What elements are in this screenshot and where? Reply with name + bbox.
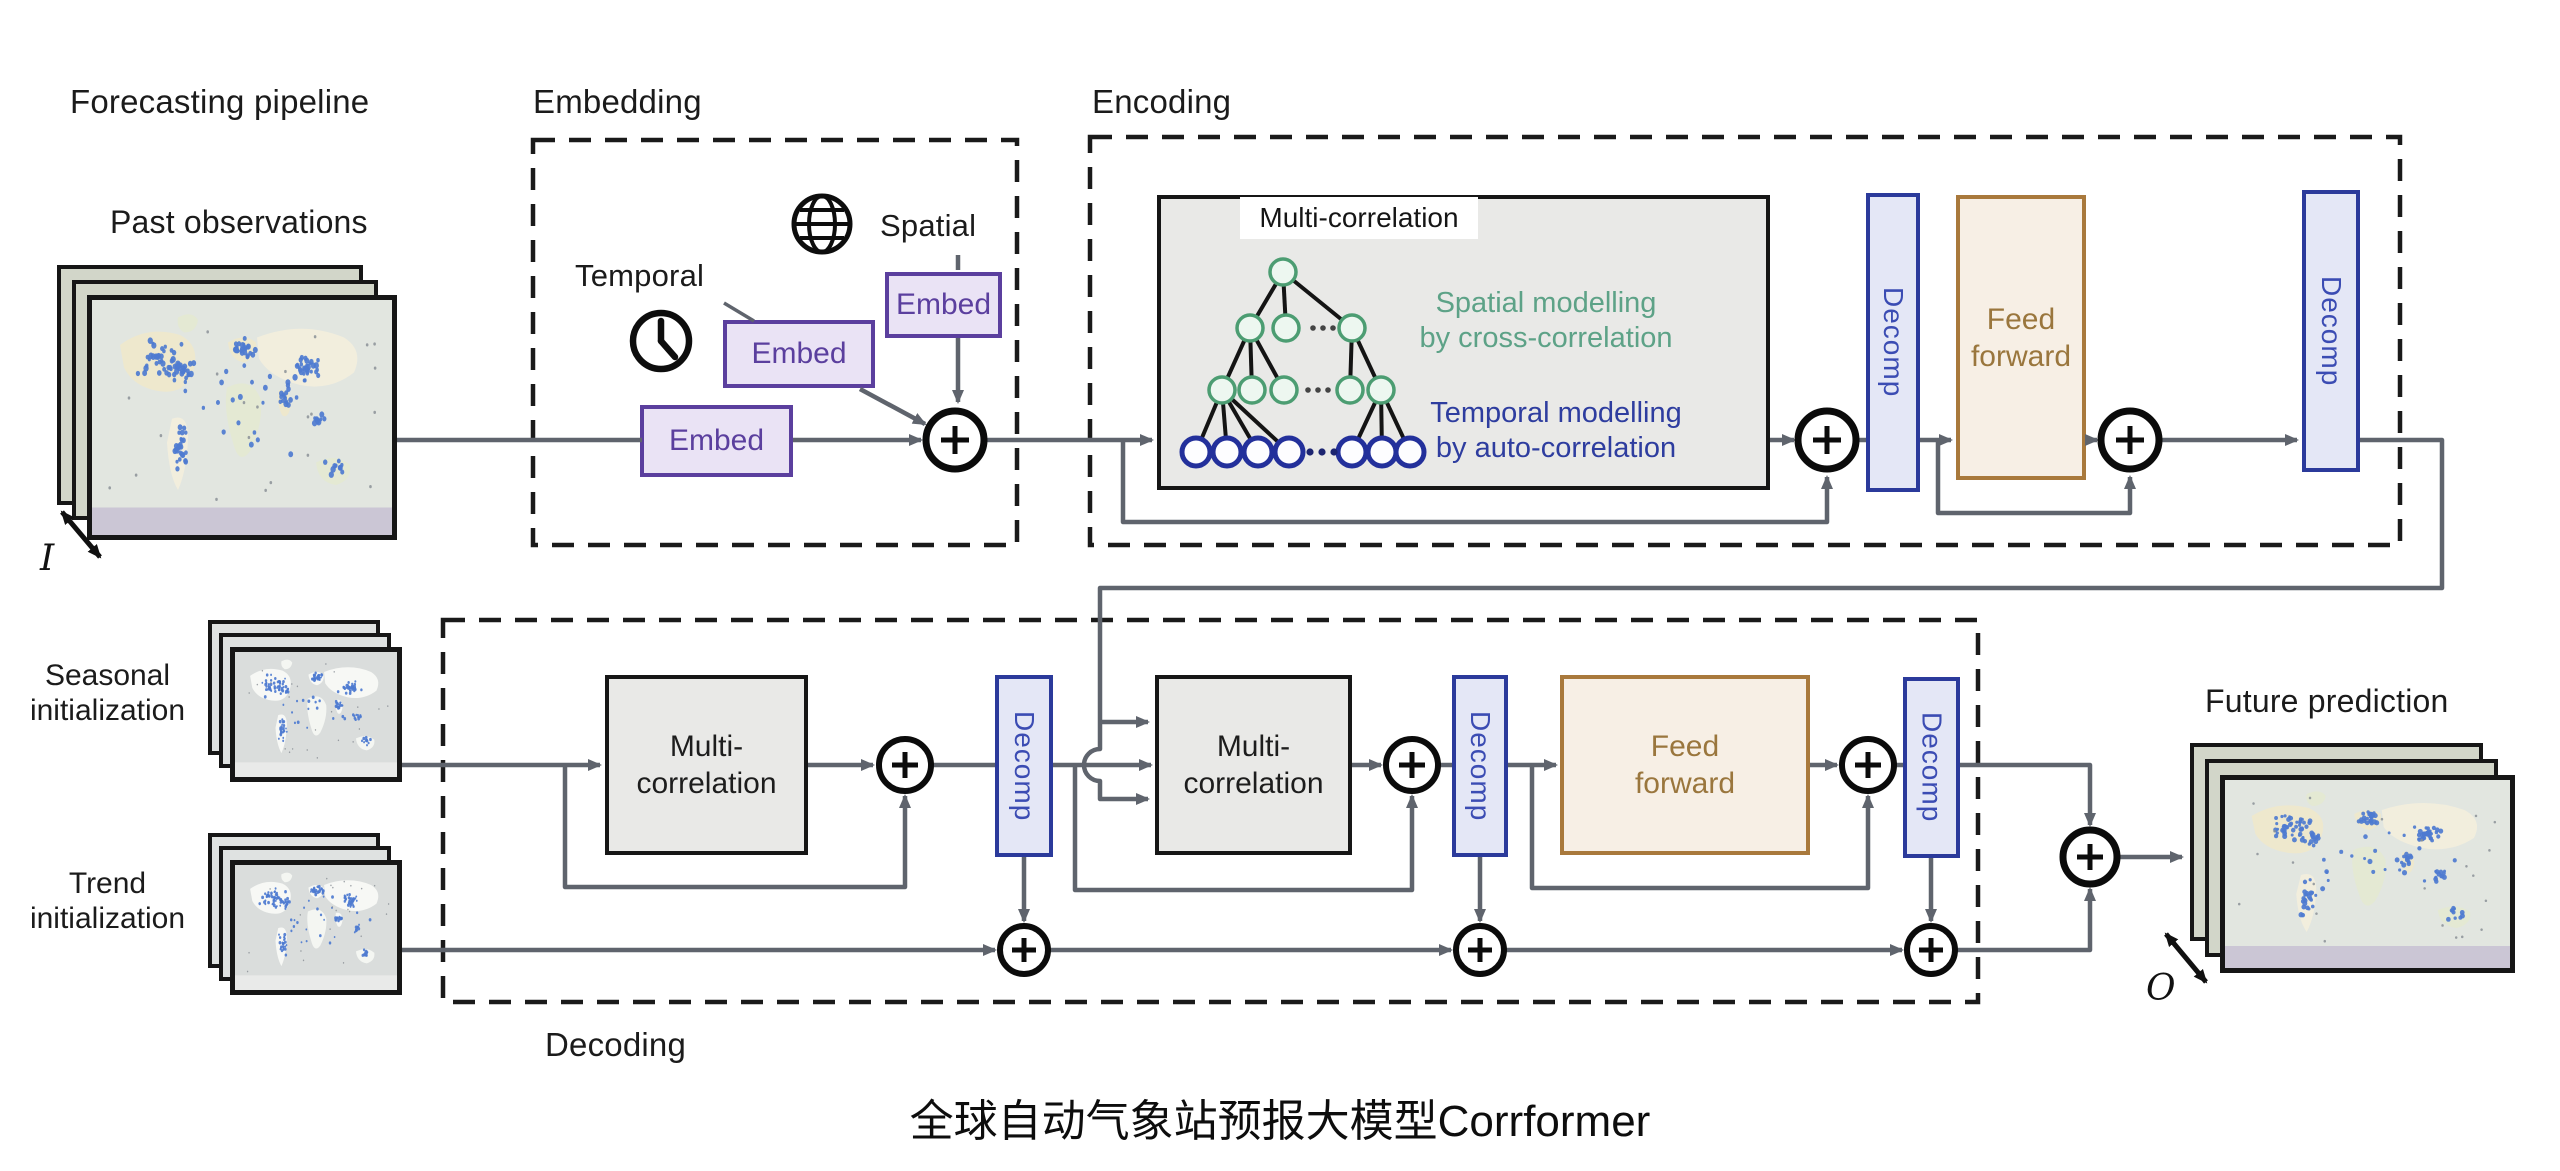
world-map-thumbnail	[230, 647, 402, 782]
plus-circle-icon	[1904, 923, 1958, 977]
data-embed-box: Embed	[640, 405, 793, 477]
multi-correlation-title: Multi-correlation	[1240, 197, 1478, 239]
plus-circle-icon	[2059, 826, 2121, 888]
encoder-decomp-1: Decomp	[1866, 193, 1920, 492]
decoding-section-title: Decoding	[545, 1026, 687, 1063]
forecasting-pipeline-label: Forecasting pipeline	[70, 83, 370, 120]
output-depth-marker: O	[2146, 932, 2208, 1009]
plus-circle-icon	[1794, 407, 1860, 473]
trend-initialization-label: Trend initialization	[29, 867, 186, 935]
plus-circle-icon	[1839, 736, 1897, 794]
plus-circle-icon	[1383, 736, 1441, 794]
clock-icon	[629, 309, 693, 373]
spatial-modelling-note: Spatial modelling by cross-correlation	[1419, 287, 1673, 354]
decoder-decomp-1: Decomp	[995, 675, 1053, 857]
temporal-embed-box: Embed	[723, 320, 875, 388]
past-observations-label: Past observations	[110, 204, 368, 240]
plus-circle-icon	[922, 407, 988, 473]
spatial-embed-box: Embed	[885, 272, 1002, 338]
temporal-connector	[723, 301, 755, 323]
plus-circle-icon	[876, 736, 934, 794]
embedding-section-title: Embedding	[533, 83, 702, 120]
plus-circle-icon	[1453, 923, 1507, 977]
plus-circle-icon	[997, 923, 1051, 977]
spatial-label: Spatial	[880, 208, 977, 243]
decoder-multi-correlation-1: Multi- correlation	[605, 675, 808, 855]
encoder-feed-forward: Feed forward	[1956, 195, 2086, 480]
temporal-label: Temporal	[575, 258, 705, 293]
world-map-thumbnail	[230, 860, 402, 995]
encoder-decomp-2: Decomp	[2302, 190, 2360, 472]
world-map-thumbnail	[87, 295, 397, 540]
figure-caption: 全球自动气象站预报大模型Corrformer	[909, 1097, 1651, 1146]
decoder-feed-forward: Feed forward	[1560, 675, 1810, 855]
decoder-decomp-2: Decomp	[1452, 675, 1508, 857]
seasonal-output-line	[1960, 762, 2096, 827]
encoding-section-title: Encoding	[1092, 83, 1232, 120]
temporal-modelling-note: Temporal modelling by auto-correlation	[1430, 397, 1682, 464]
svg-text:O: O	[2146, 968, 2176, 1009]
decoder-multi-correlation-2: Multi- correlation	[1155, 675, 1352, 855]
future-prediction-label: Future prediction	[2205, 683, 2449, 719]
world-map-thumbnail	[2220, 775, 2515, 973]
globe-icon	[791, 193, 853, 255]
plus-circle-icon	[2097, 407, 2163, 473]
trend-output-line	[1956, 887, 2096, 953]
temporal-embed-arrow	[858, 387, 927, 426]
seasonal-initialization-label: Seasonal initialization	[29, 659, 186, 727]
svg-text:I: I	[39, 538, 55, 579]
decoder-decomp-3: Decomp	[1903, 677, 1960, 858]
